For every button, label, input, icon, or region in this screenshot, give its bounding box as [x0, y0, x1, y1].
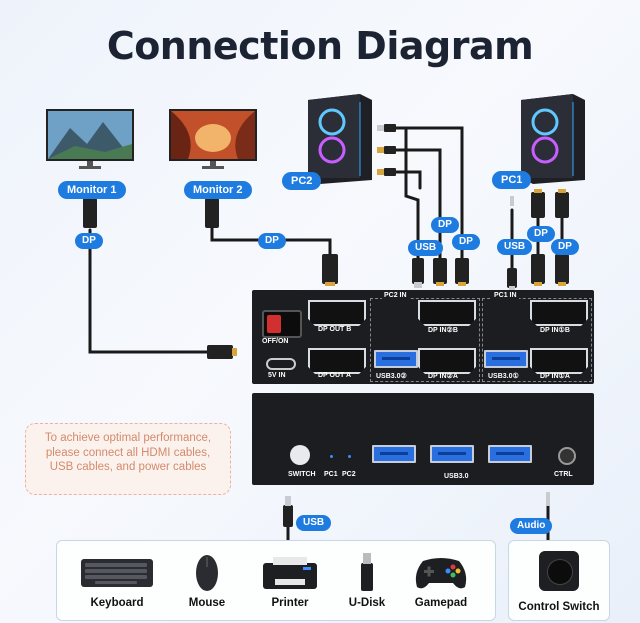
monitor-icon — [46, 109, 134, 169]
pc2-dp2-cable — [393, 126, 464, 260]
pc2-usb-label: USB — [408, 240, 444, 256]
pc2-usb3-label: USB3.0② — [376, 373, 407, 380]
monitor-1-label: Monitor 1 — [58, 181, 126, 199]
dp-out-a-port — [308, 348, 366, 374]
control-switch-panel: Control Switch — [508, 540, 610, 621]
monitor-icon — [169, 109, 257, 169]
keyboard-label: Keyboard — [90, 597, 144, 609]
power-switch-label: OFF/ON — [262, 338, 289, 345]
ctrl-jack — [558, 447, 576, 465]
pc1-dp-in-a-port — [530, 348, 588, 374]
pc1-in-label: PC1 IN — [492, 292, 519, 299]
monitor-2-cable-label: DP — [258, 233, 286, 249]
control-switch-device[interactable] — [539, 551, 579, 591]
front-usb3-port-1 — [372, 445, 416, 463]
monitor-1 — [45, 108, 135, 170]
pc1-in-group — [482, 298, 592, 382]
pc2-dp-label-1: DP — [431, 217, 459, 233]
pc2-in-label: PC2 IN — [382, 292, 409, 299]
switch-label: SWITCH — [288, 471, 316, 478]
pc1-led-label: PC1 — [324, 471, 338, 478]
control-switch-label: Control Switch — [518, 601, 600, 613]
page-title: Connection Diagram — [106, 24, 534, 68]
power-in-label: 5V IN — [268, 372, 286, 379]
pc2-label: PC2 — [282, 172, 322, 190]
monitor-2 — [168, 108, 258, 170]
u-disk-label: U-Disk — [348, 597, 386, 609]
peripherals-panel: Keyboard Mouse Printer U-Disk Gamepad — [56, 540, 496, 621]
audio-label: Audio — [510, 518, 553, 534]
pc2-dp-in-b-port — [418, 300, 476, 326]
mouse-icon — [195, 553, 219, 593]
pc1-usb-label: USB — [497, 239, 533, 255]
pc1-dp-label-2: DP — [551, 239, 579, 255]
kvm-back-panel: OFF/ON 5V IN DP OUT B DP OUT A PC2 IN DP… — [252, 290, 594, 384]
dp-out-b-label: DP OUT B — [318, 326, 352, 333]
usb-label: USB — [296, 515, 332, 531]
pc2-dp-label-2: DP — [452, 234, 480, 250]
front-usb3-label: USB3.0 — [444, 473, 469, 480]
keyboard-icon — [81, 557, 153, 589]
monitor-1-cable-label: DP — [75, 233, 103, 249]
pc-tower-icon — [308, 94, 372, 184]
power-switch[interactable] — [262, 310, 302, 338]
usb-c-power-port — [266, 358, 296, 370]
pc1-usb3-label: USB3.0① — [488, 373, 519, 380]
pc1-tower — [515, 92, 587, 184]
front-usb3-port-3 — [488, 445, 532, 463]
kvm-front-panel: SWITCH PC1 PC2 USB3.0 CTRL — [252, 393, 594, 485]
gamepad-icon — [413, 555, 469, 591]
printer-icon — [259, 555, 321, 591]
pc1-dp-in-b-label: DP IN①B — [540, 327, 570, 334]
mouse-label: Mouse — [188, 597, 226, 609]
pc2-dp-in-b-label: DP IN②B — [428, 327, 458, 334]
printer-label: Printer — [271, 597, 309, 609]
pc2-tower — [302, 92, 374, 184]
pc2-usb3-port — [374, 350, 418, 368]
pc1-dp-label-1: DP — [527, 226, 555, 242]
pc2-led-label: PC2 — [342, 471, 356, 478]
monitor1-cable — [88, 228, 214, 354]
pc1-led — [330, 455, 333, 458]
pc2-dp-in-a-port — [418, 348, 476, 374]
front-usb3-port-2 — [430, 445, 474, 463]
dp-out-a-label: DP OUT A — [318, 372, 352, 379]
performance-note: To achieve optimal performance, please c… — [25, 423, 231, 495]
pc1-dp-in-a-label: DP IN①A — [540, 373, 570, 380]
ctrl-label: CTRL — [554, 471, 573, 478]
u-disk-icon — [359, 553, 375, 593]
pc2-led — [348, 455, 351, 458]
performance-note-text: To achieve optimal performance, please c… — [44, 432, 212, 473]
dp-out-b-port — [308, 300, 366, 326]
monitor-2-label: Monitor 2 — [184, 181, 252, 199]
pc1-usb3-port — [484, 350, 528, 368]
pc2-dp-in-a-label: DP IN②A — [428, 373, 458, 380]
pc1-label: PC1 — [492, 171, 532, 189]
gamepad-label: Gamepad — [414, 597, 468, 609]
pc1-dp-in-b-port — [530, 300, 588, 326]
pc2-in-group — [370, 298, 480, 382]
switch-button[interactable] — [290, 445, 310, 465]
pc-tower-icon — [521, 94, 585, 184]
